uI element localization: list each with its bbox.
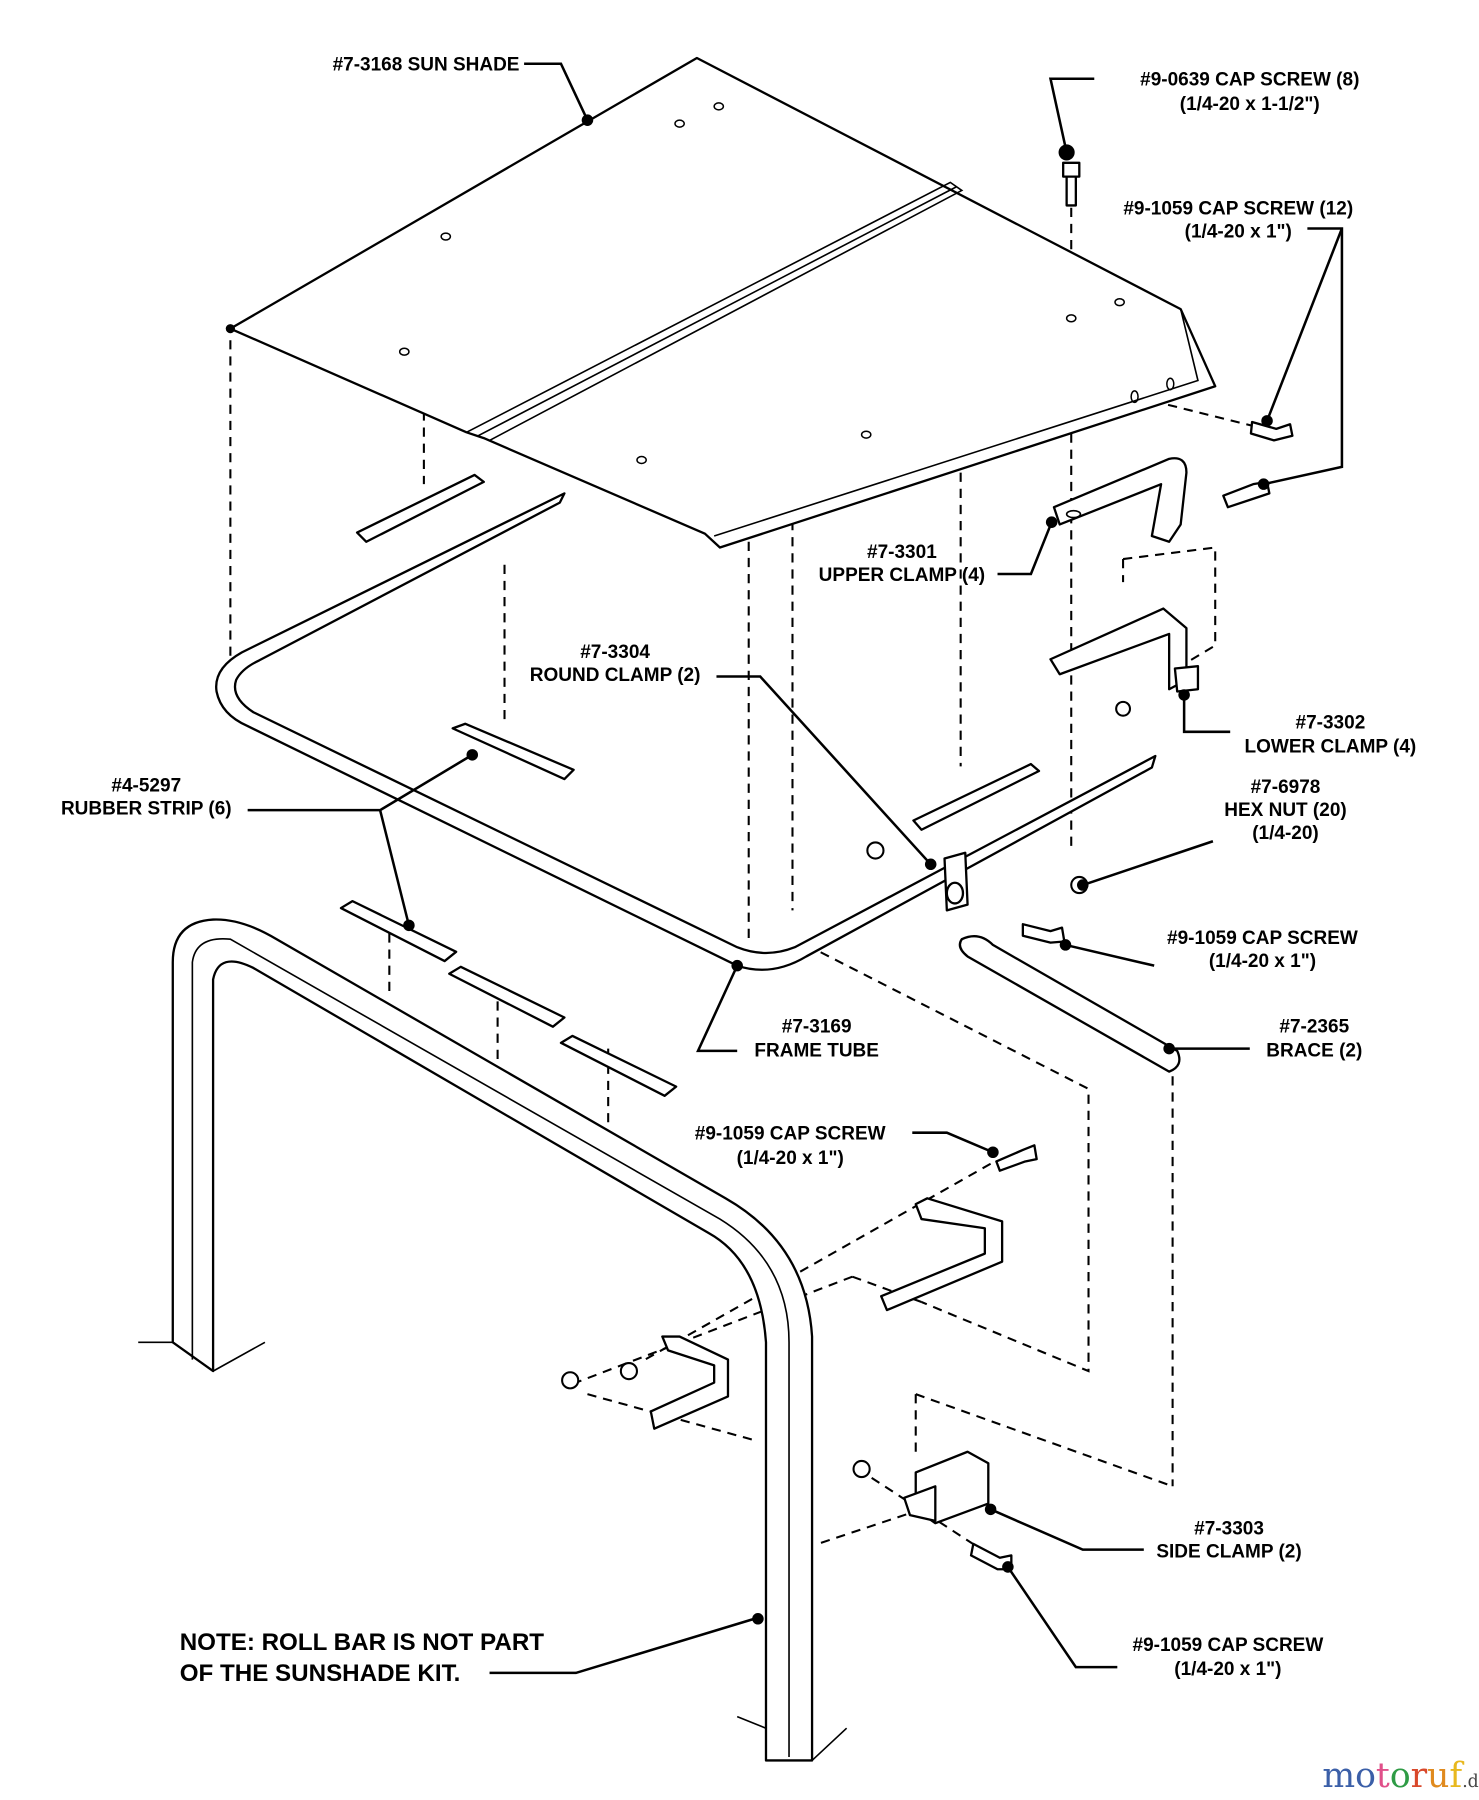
label-rubber-strip: RUBBER STRIP (6) <box>61 799 232 820</box>
svg-text:motoruf.de: motoruf.de <box>1322 1756 1479 1796</box>
rubber-strips <box>339 473 1041 1097</box>
round-clamp <box>943 851 969 912</box>
label-hex-nut: HEX NUT (20) <box>1224 800 1346 821</box>
watermark-suffix: .de <box>1462 1772 1479 1792</box>
label-upper-clamp: UPPER CLAMP (4) <box>819 565 985 586</box>
label-cap-screw-bottom-size: (1/4-20 x 1") <box>1174 1659 1281 1680</box>
cap-screw-icon <box>1062 161 1081 178</box>
label-cap-screw-0639: #9-0639 CAP SCREW (8) <box>1140 70 1359 91</box>
label-side-clamp-number: #7-3303 <box>1194 1519 1264 1540</box>
cap-screw-icon <box>995 1144 1038 1172</box>
motoruf-watermark-logo: motoruf.de <box>1322 1756 1479 1796</box>
watermark-letter: r <box>1411 1756 1428 1796</box>
cap-screw-icon <box>1249 420 1294 442</box>
label-round-clamp: ROUND CLAMP (2) <box>530 665 701 686</box>
roll-bar <box>138 918 848 1762</box>
label-round-clamp-number: #7-3304 <box>580 642 650 663</box>
label-cap-screw-right-size: (1/4-20 x 1") <box>1209 951 1316 972</box>
label-cap-screw-mid-size: (1/4-20 x 1") <box>737 1148 844 1169</box>
label-lower-clamp-number: #7-3302 <box>1296 712 1366 733</box>
label-upper-clamp-number: #7-3301 <box>867 542 937 563</box>
cap-screw-icon <box>1021 923 1066 944</box>
label-cap-screw-bottom: #9-1059 CAP SCREW <box>1133 1635 1324 1656</box>
cap-screw-icon <box>1222 480 1271 509</box>
label-cap-screw-1059-12: #9-1059 CAP SCREW (12) <box>1123 199 1353 220</box>
lower-clamp <box>1049 607 1200 693</box>
watermark-letter: o <box>1390 1756 1411 1796</box>
note-line-1: NOTE: ROLL BAR IS NOT PART <box>180 1629 545 1656</box>
upper-clamp <box>1052 457 1188 543</box>
label-side-clamp: SIDE CLAMP (2) <box>1156 1542 1301 1563</box>
label-brace: BRACE (2) <box>1266 1041 1362 1062</box>
watermark-letter: o <box>1355 1756 1376 1796</box>
label-hex-nut-number: #7-6978 <box>1251 777 1321 798</box>
part-labels: #7-3168 SUN SHADE #9-0639 CAP SCREW (8) … <box>61 55 1416 1687</box>
label-cap-screw-mid: #9-1059 CAP SCREW <box>695 1124 886 1145</box>
watermark-letter: f <box>1449 1756 1464 1796</box>
label-frame-tube-number: #7-3169 <box>782 1016 852 1037</box>
watermark-letter: m <box>1322 1756 1355 1796</box>
mount-clamps <box>649 1197 1004 1525</box>
label-cap-screw-0639-size: (1/4-20 x 1-1/2") <box>1180 94 1320 115</box>
sun-shade <box>229 56 1217 549</box>
label-cap-screw-right: #9-1059 CAP SCREW <box>1167 928 1358 949</box>
label-rubber-strip-number: #4-5297 <box>111 776 181 797</box>
label-cap-screw-1059-12-size: (1/4-20 x 1") <box>1185 222 1292 243</box>
label-sun-shade: #7-3168 SUN SHADE <box>333 55 520 76</box>
watermark-letter: u <box>1427 1756 1449 1796</box>
fasteners <box>561 161 1294 1571</box>
label-lower-clamp: LOWER CLAMP (4) <box>1245 737 1417 758</box>
label-frame-tube: FRAME TUBE <box>754 1041 879 1062</box>
frame-tube <box>215 492 1157 971</box>
watermark-letter: t <box>1376 1756 1390 1796</box>
leader-lines <box>225 62 1344 1675</box>
label-brace-number: #7-2365 <box>1279 1016 1349 1037</box>
note-line-2: OF THE SUNSHADE KIT. <box>180 1660 461 1687</box>
brace <box>958 935 1181 1073</box>
label-hex-nut-size: (1/4-20) <box>1252 823 1319 844</box>
